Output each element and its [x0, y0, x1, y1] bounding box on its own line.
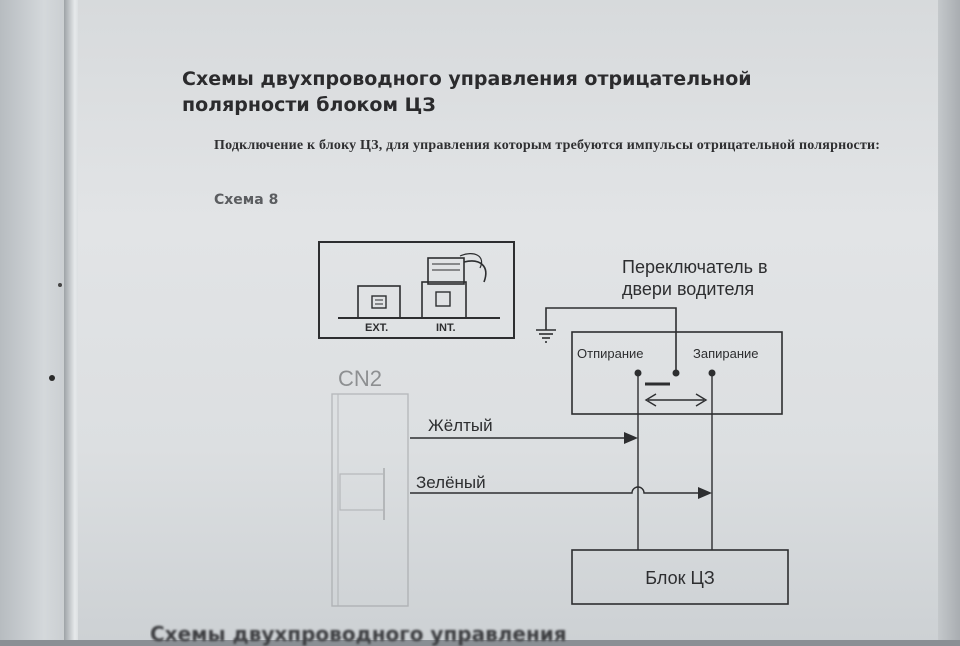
page-title: Схемы двухпроводного управления отрицате… — [182, 68, 752, 116]
cn2-connector: CN2 — [331, 366, 409, 607]
wire-yellow-label: Жёлтый — [428, 416, 493, 435]
scheme-label: Схема 8 — [214, 192, 279, 208]
central-lock-block: Блок ЦЗ — [571, 549, 789, 605]
page-binding — [64, 0, 82, 640]
jumper-diagram: EXT. INT. — [318, 241, 515, 339]
door-switch: Отпирание Запирание — [571, 331, 783, 415]
right-page-edge — [938, 0, 960, 640]
connector-label: CN2 — [338, 366, 382, 391]
intro-paragraph: Подключение к блоку ЦЗ, для управления к… — [214, 138, 881, 153]
switch-title-line1: Переключатель в — [622, 257, 768, 277]
binding-hole — [49, 375, 55, 381]
unlock-label: Отпирание — [577, 346, 644, 361]
lock-label: Запирание — [693, 346, 759, 361]
next-section-heading-fragment: Схемы двухпроводного управления — [150, 622, 567, 646]
block-label: Блок ЦЗ — [645, 568, 714, 588]
wire-green: Зелёный — [410, 473, 712, 499]
switch-title-line2: двери водителя — [622, 279, 754, 299]
wire-green-label: Зелёный — [416, 473, 486, 492]
wire-yellow: Жёлтый — [410, 416, 638, 444]
binding-hole — [58, 283, 62, 287]
ground-symbol — [536, 307, 677, 370]
jumper-ext-label: EXT. — [365, 322, 388, 334]
jumper-int-label: INT. — [436, 322, 456, 334]
